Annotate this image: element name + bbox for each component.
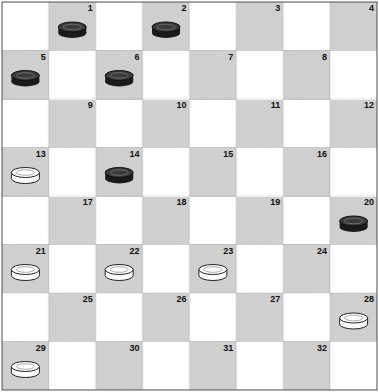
square-number: 14 bbox=[96, 148, 143, 159]
square-number: 32 bbox=[283, 342, 330, 353]
dark-square: 13 bbox=[2, 148, 49, 197]
dark-square: 18 bbox=[143, 196, 190, 245]
dark-square: 23 bbox=[190, 245, 237, 294]
square-number: 18 bbox=[143, 196, 190, 207]
dark-square: 29 bbox=[2, 342, 49, 391]
dark-square: 11 bbox=[236, 99, 283, 148]
dark-square: 9 bbox=[49, 99, 96, 148]
black-pieces bbox=[11, 22, 367, 232]
square-number: 9 bbox=[49, 99, 96, 110]
square-number: 26 bbox=[143, 293, 190, 304]
dark-square: 27 bbox=[236, 293, 283, 342]
dark-square: 5 bbox=[2, 51, 49, 100]
dark-square: 21 bbox=[2, 245, 49, 294]
square-number: 17 bbox=[49, 196, 96, 207]
square-number: 7 bbox=[190, 51, 237, 62]
square-number: 22 bbox=[96, 245, 143, 256]
dark-square: 17 bbox=[49, 196, 96, 245]
dark-square: 8 bbox=[283, 51, 330, 100]
square-number: 27 bbox=[236, 293, 283, 304]
dark-square: 15 bbox=[190, 148, 237, 197]
dark-square: 32 bbox=[283, 342, 330, 391]
square-number: 6 bbox=[96, 51, 143, 62]
square-number: 31 bbox=[190, 342, 237, 353]
square-number: 8 bbox=[283, 51, 330, 62]
dark-square: 22 bbox=[96, 245, 143, 294]
dark-square: 2 bbox=[143, 2, 190, 51]
dark-square: 1 bbox=[49, 2, 96, 51]
dark-square: 10 bbox=[143, 99, 190, 148]
square-number: 21 bbox=[2, 245, 49, 256]
dark-square: 31 bbox=[190, 342, 237, 391]
square-number: 15 bbox=[190, 148, 237, 159]
white-pieces bbox=[11, 168, 367, 378]
square-number: 20 bbox=[330, 196, 377, 207]
dark-square: 20 bbox=[330, 196, 377, 245]
square-number: 2 bbox=[143, 2, 190, 13]
square-number: 30 bbox=[96, 342, 143, 353]
dark-square: 14 bbox=[96, 148, 143, 197]
dark-square: 26 bbox=[143, 293, 190, 342]
dark-square: 28 bbox=[330, 293, 377, 342]
dark-square: 24 bbox=[283, 245, 330, 294]
square-number: 13 bbox=[2, 148, 49, 159]
dark-square: 19 bbox=[236, 196, 283, 245]
square-number: 1 bbox=[49, 2, 96, 13]
dark-square: 3 bbox=[236, 2, 283, 51]
square-number: 19 bbox=[236, 196, 283, 207]
dark-square: 30 bbox=[96, 342, 143, 391]
square-number: 28 bbox=[330, 293, 377, 304]
dark-square: 6 bbox=[96, 51, 143, 100]
square-number: 11 bbox=[236, 99, 283, 110]
dark-square: 12 bbox=[330, 99, 377, 148]
dark-square: 25 bbox=[49, 293, 96, 342]
square-number: 16 bbox=[283, 148, 330, 159]
square-number: 23 bbox=[190, 245, 237, 256]
square-number: 4 bbox=[330, 2, 377, 13]
board-squares bbox=[2, 2, 377, 390]
square-number: 10 bbox=[143, 99, 190, 110]
dark-square: 4 bbox=[330, 2, 377, 51]
dark-square: 16 bbox=[283, 148, 330, 197]
square-number: 5 bbox=[2, 51, 49, 62]
square-number: 24 bbox=[283, 245, 330, 256]
square-number: 25 bbox=[49, 293, 96, 304]
dark-square: 7 bbox=[190, 51, 237, 100]
square-number: 12 bbox=[330, 99, 377, 110]
square-number: 29 bbox=[2, 342, 49, 353]
square-number: 3 bbox=[236, 2, 283, 13]
